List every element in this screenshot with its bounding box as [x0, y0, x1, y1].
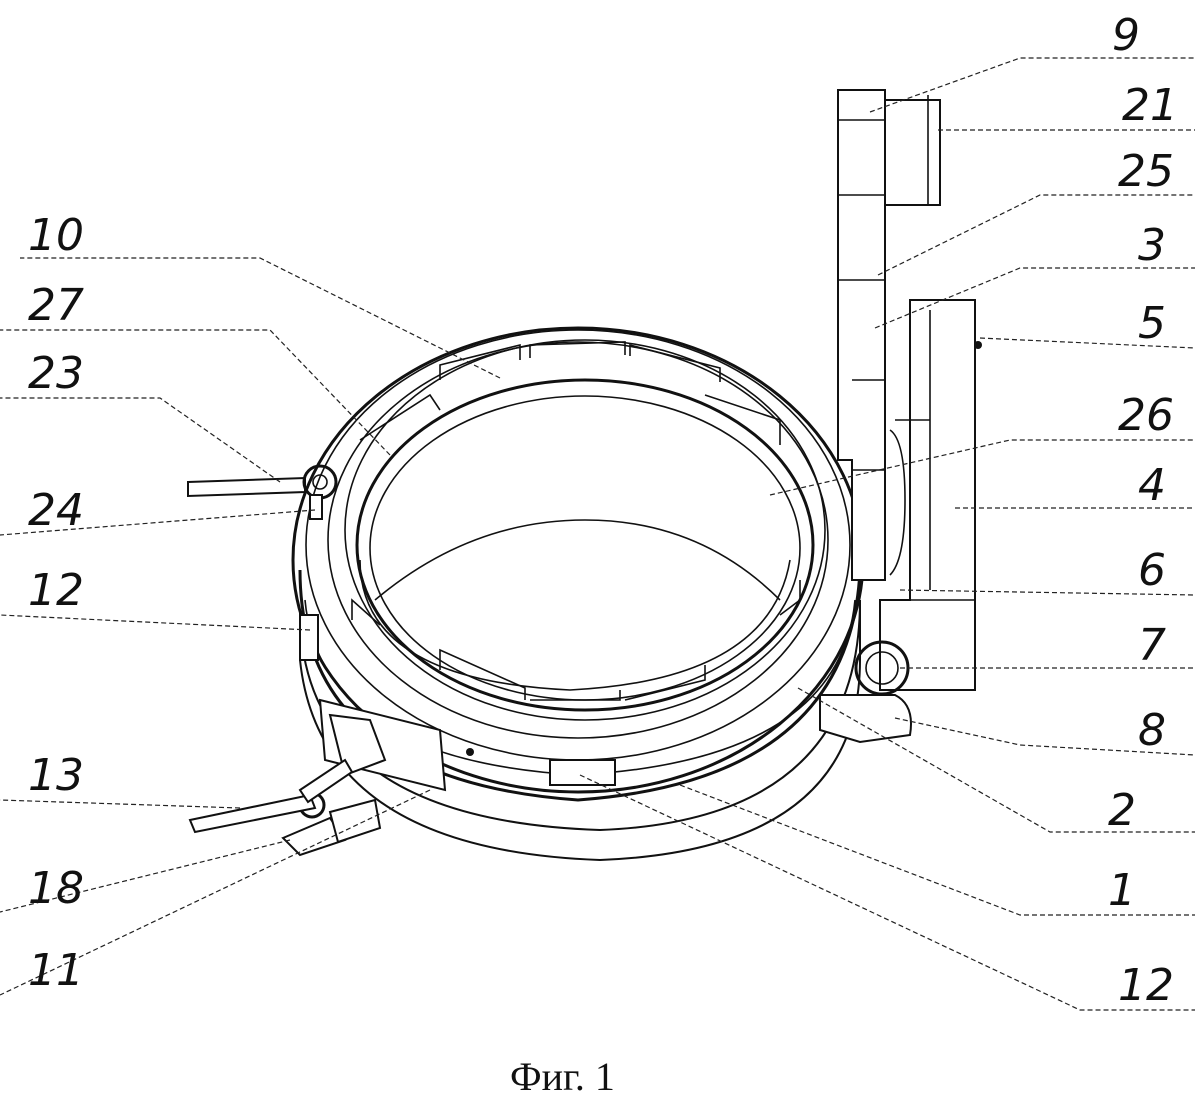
- leader-lines: [0, 57, 1196, 1011]
- label-26: 26: [1118, 390, 1174, 441]
- label-27: 27: [28, 280, 84, 331]
- label-21: 21: [1122, 80, 1178, 131]
- label-18: 18: [28, 863, 84, 914]
- label-1: 1: [1108, 865, 1136, 916]
- left-handle: [187, 464, 338, 520]
- part-labels: 9 21 25 3 5 26 4 6 7 8 2 1 12 10 27 23 2…: [28, 10, 1178, 1011]
- label-11: 11: [28, 945, 84, 996]
- label-7: 7: [1138, 620, 1166, 671]
- label-23: 23: [28, 348, 84, 399]
- label-2: 2: [1108, 785, 1136, 836]
- label-25: 25: [1118, 146, 1174, 197]
- label-13: 13: [28, 750, 84, 801]
- figure-caption: Фиг. 1: [510, 1054, 615, 1095]
- lever-mechanism: [188, 614, 616, 857]
- ring-assembly: [291, 326, 865, 862]
- label-3: 3: [1138, 220, 1166, 271]
- label-5: 5: [1138, 298, 1166, 349]
- label-6: 6: [1138, 545, 1166, 596]
- label-9: 9: [1112, 10, 1140, 61]
- label-8: 8: [1138, 705, 1166, 756]
- label-4: 4: [1138, 460, 1166, 511]
- vertical-arm: [819, 89, 982, 744]
- label-24: 24: [28, 485, 84, 536]
- label-10: 10: [28, 210, 84, 261]
- label-12-bottom: 12: [1118, 960, 1174, 1011]
- label-12-left: 12: [28, 565, 84, 616]
